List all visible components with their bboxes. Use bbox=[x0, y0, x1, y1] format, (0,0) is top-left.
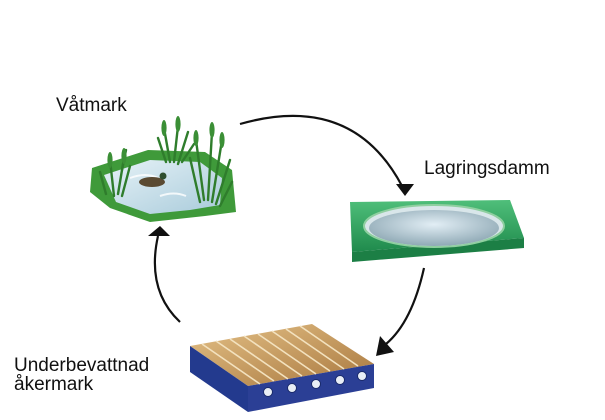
arrow-field-to-wetland bbox=[148, 226, 181, 323]
subirrigated-field-icon bbox=[190, 324, 374, 412]
wetland-icon bbox=[90, 116, 236, 222]
label-irrigated-field: Underbevattnad åkermark bbox=[14, 355, 150, 395]
label-wetland: Våtmark bbox=[56, 95, 127, 116]
label-storage-pond: Lagringsdamm bbox=[424, 158, 550, 179]
arrow-pond-to-field bbox=[376, 267, 426, 356]
storage-pond-icon bbox=[350, 200, 524, 262]
arrow-wetland-to-pond bbox=[239, 114, 414, 196]
